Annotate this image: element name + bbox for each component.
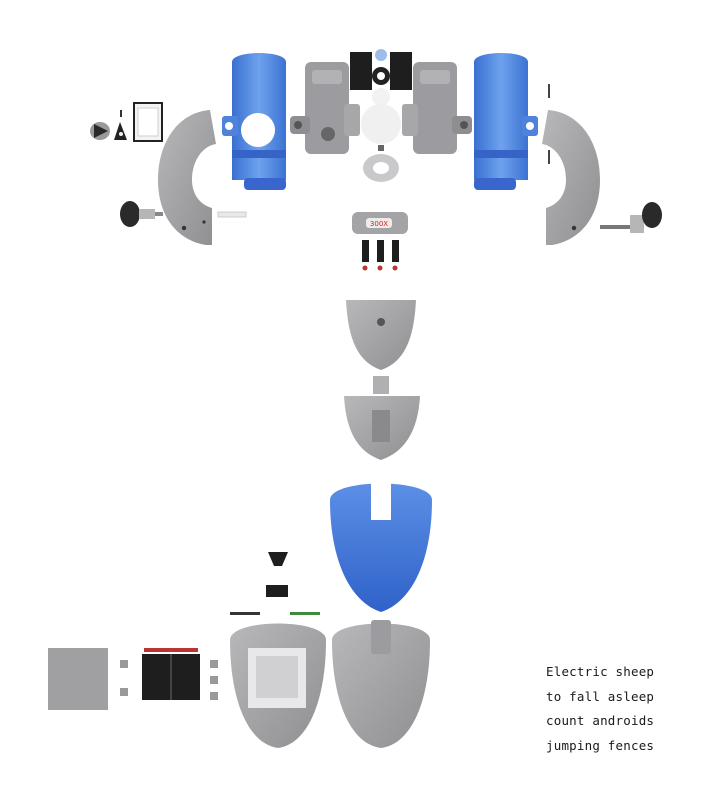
neck-connector-part: 300X	[352, 212, 408, 234]
switch-assembly-part	[230, 552, 320, 615]
caption-line-2: to fall asleep	[546, 688, 655, 704]
neck-screws-part	[362, 240, 399, 271]
left-bracket-part	[133, 102, 163, 142]
battery-holder-part	[142, 648, 200, 700]
neck-ring-part	[363, 154, 399, 182]
battery-contacts-part	[120, 660, 218, 700]
left-pointer-part	[114, 110, 127, 140]
blue-chest-shell-part	[330, 483, 432, 612]
connector-badge: 300X	[370, 220, 388, 228]
center-gear-stack-part	[350, 49, 412, 151]
right-hand-knob-part	[600, 202, 662, 233]
caption-line-3: count androids	[546, 713, 655, 728]
right-grey-housing-part	[402, 62, 472, 154]
left-pin-part	[217, 211, 247, 218]
battery-cover-part	[48, 648, 108, 710]
caption-line-1: Electric sheep	[546, 664, 655, 679]
caption-text: Electric sheep to fall asleep count andr…	[546, 660, 706, 758]
right-arm-part	[542, 110, 600, 245]
left-knob-part	[90, 122, 110, 140]
left-arm-part	[158, 110, 216, 245]
upper-torso-plate-part	[346, 300, 416, 370]
caption-line-4: jumping fences	[546, 737, 655, 753]
right-blue-tube-part	[474, 53, 538, 190]
right-screw-top	[548, 84, 550, 98]
right-screw-mid	[548, 150, 550, 164]
left-blue-tube-part	[222, 53, 286, 190]
grey-back-shell-part	[332, 623, 430, 748]
left-grey-housing-part	[290, 62, 360, 154]
left-hand-knob-part	[120, 201, 163, 227]
